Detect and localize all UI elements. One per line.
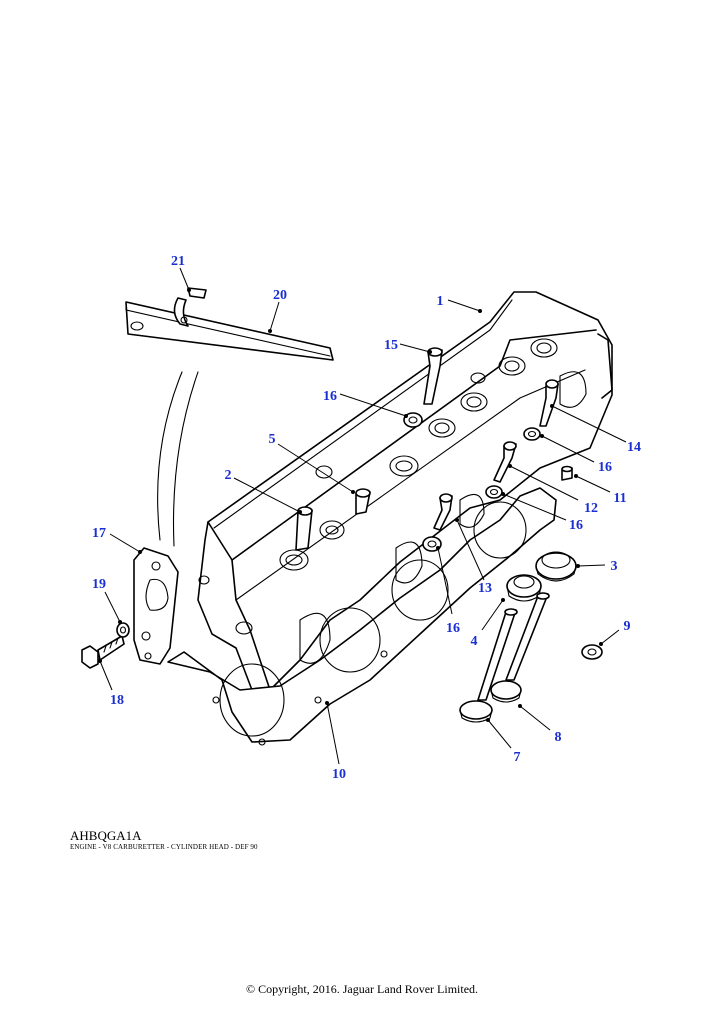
figure-code: AHBQGA1A [70, 828, 142, 843]
exhaust-ports [198, 371, 587, 664]
callout-9: 9 [624, 619, 631, 634]
leader-lines [98, 267, 627, 765]
callout-20: 20 [273, 288, 287, 303]
callout-18: 18 [110, 693, 124, 708]
callout-16a: 16 [323, 389, 337, 404]
inlet-valve [459, 608, 518, 723]
valve-seats [279, 338, 558, 571]
exhaust-valve [490, 592, 550, 703]
breather-tube-lines [157, 371, 199, 547]
callout-10: 10 [332, 767, 346, 782]
copyright-notice: © Copyright, 2016. Jaguar Land Rover Lim… [245, 982, 479, 996]
callout-7: 7 [514, 750, 521, 765]
callout-16c: 16 [569, 518, 583, 533]
head-gasket [167, 487, 557, 746]
callout-13: 13 [478, 581, 492, 596]
dowel [561, 465, 573, 481]
bolt-washers [403, 412, 541, 552]
mounting-plate [133, 547, 179, 665]
callout-12: 12 [584, 501, 598, 516]
callout-16b: 16 [598, 460, 612, 475]
callout-5: 5 [269, 432, 276, 447]
bracket-clip [173, 287, 207, 327]
figure-caption: ENGINE - V8 CARBURETTER - CYLINDER HEAD … [70, 843, 258, 851]
callout-21: 21 [171, 254, 185, 269]
valve-washer [581, 644, 603, 660]
callout-4: 4 [471, 634, 478, 649]
callout-14: 14 [627, 440, 641, 455]
spring-washer [116, 622, 130, 638]
callout-17: 17 [92, 526, 106, 541]
callout-labels: 1 2 3 4 5 7 8 9 10 11 12 13 14 15 16 16 … [92, 254, 641, 782]
callout-2: 2 [225, 468, 232, 483]
callout-11: 11 [613, 491, 626, 506]
callout-8: 8 [555, 730, 562, 745]
valve-stem-seal [535, 551, 577, 582]
callout-1: 1 [437, 294, 444, 309]
callout-19: 19 [92, 577, 106, 592]
spring-cap [506, 574, 542, 602]
bolt [81, 635, 125, 669]
callout-3: 3 [611, 559, 618, 574]
callout-16d: 16 [446, 621, 460, 636]
callout-15: 15 [384, 338, 398, 353]
lifting-bracket [125, 301, 334, 361]
